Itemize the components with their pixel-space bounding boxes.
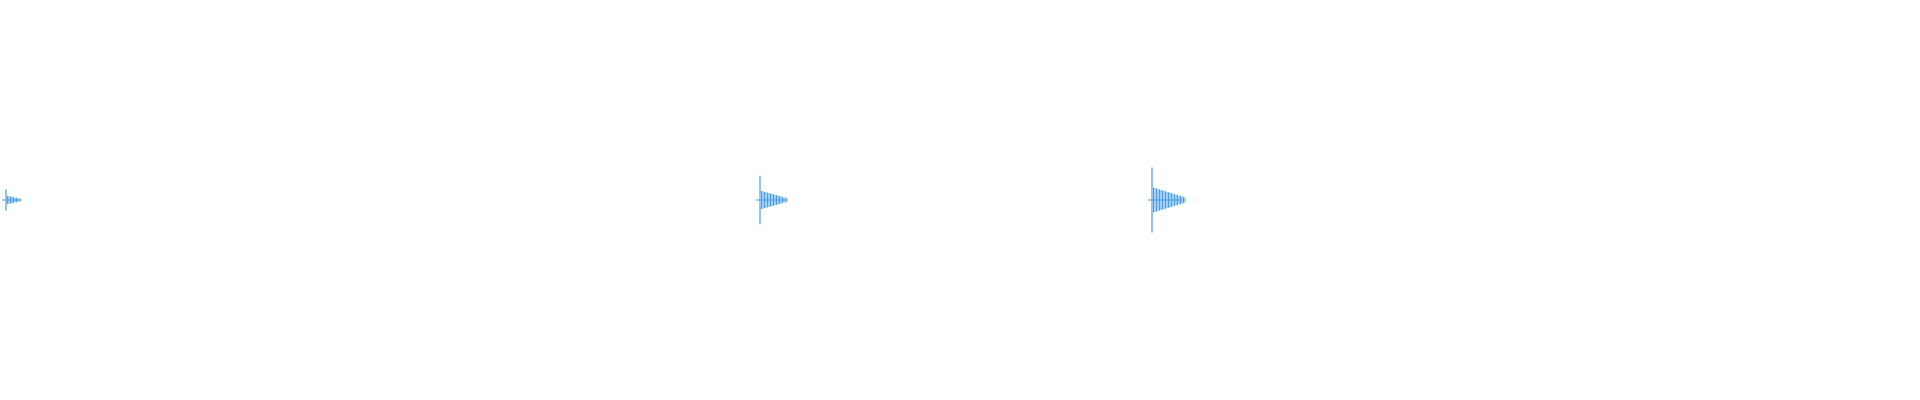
waveform-spike-3 [1148, 167, 1186, 233]
waveform-clips [2, 167, 1186, 233]
waveform-spike-2 [756, 175, 788, 225]
waveform-spike-1 [2, 189, 22, 211]
